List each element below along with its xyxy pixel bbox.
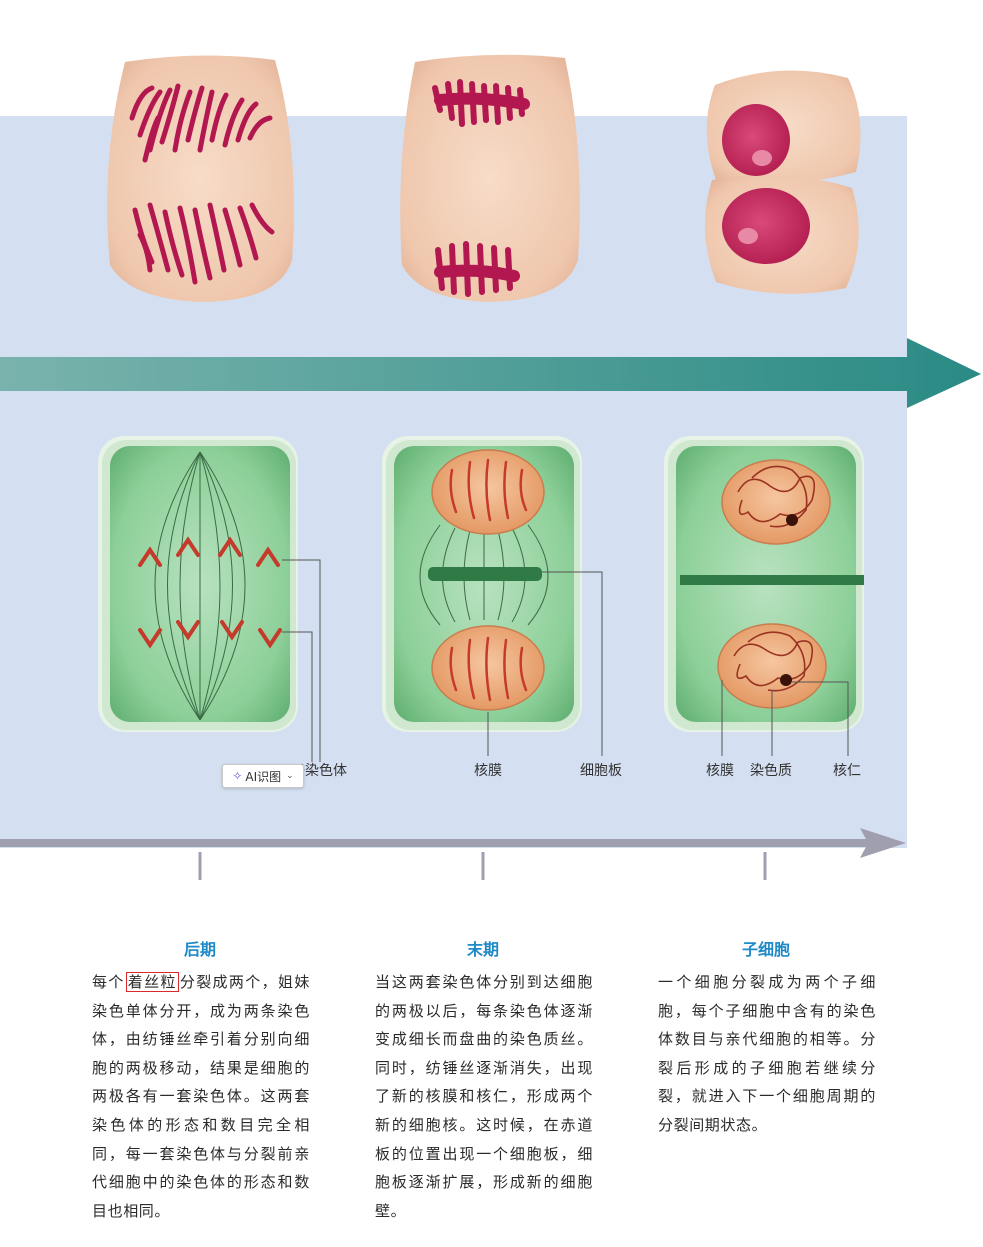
mitosis-diagram (0, 0, 983, 880)
micrograph-anaphase (107, 55, 294, 302)
cell-diagram-daughter-cells (664, 436, 864, 732)
label-nuclear-membrane-daughter: 核膜 (706, 760, 734, 780)
cell-diagram-telophase (382, 436, 582, 732)
label-cell-plate: 细胞板 (580, 760, 622, 780)
label-chromatin: 染色质 (750, 760, 792, 780)
timeline-arrow (0, 828, 906, 858)
cell-diagram-anaphase (98, 436, 298, 732)
stage-title-anaphase: 后期 (140, 936, 260, 960)
label-nucleolus: 核仁 (833, 760, 861, 780)
stage-title-telophase: 末期 (423, 936, 543, 960)
stage-text-telophase: 当这两套染色体分别到达细胞的两极以后，每条染色体逐渐变成细长而盘曲的染色质丝。同… (375, 968, 593, 1225)
micrograph-daughter-cells (705, 70, 861, 293)
highlight-centromere: 着丝粒 (126, 972, 179, 992)
stage-text-anaphase: 每个着丝粒分裂成两个，姐妹染色单体分开，成为两条染色体，由纺锤丝牵引着分别向细胞… (92, 968, 310, 1225)
label-nuclear-membrane-telophase: 核膜 (474, 760, 502, 780)
stage-text-daughter-cells: 一个细胞分裂成为两个子细胞，每个子细胞中含有的染色体数目与亲代细胞的相等。分裂后… (658, 968, 876, 1140)
timeline-markers (194, 852, 771, 880)
teal-process-arrow (0, 338, 981, 408)
sparkle-icon: ✧ (232, 769, 242, 783)
micrograph-telophase (400, 55, 580, 302)
ai-image-recognition-button[interactable]: ✧ AI识图 ⌄ (222, 764, 304, 788)
ai-button-label: AI识图 (245, 768, 281, 785)
stage-text-anaphase-rest: 分裂成两个，姐妹染色单体分开，成为两条染色体，由纺锤丝牵引着分别向细胞的两极移动… (92, 973, 310, 1220)
chevron-down-icon[interactable]: ⌄ (286, 771, 294, 781)
stage-text-anaphase-start: 每个 (92, 973, 125, 991)
stage-title-daughter-cells: 子细胞 (706, 936, 826, 960)
